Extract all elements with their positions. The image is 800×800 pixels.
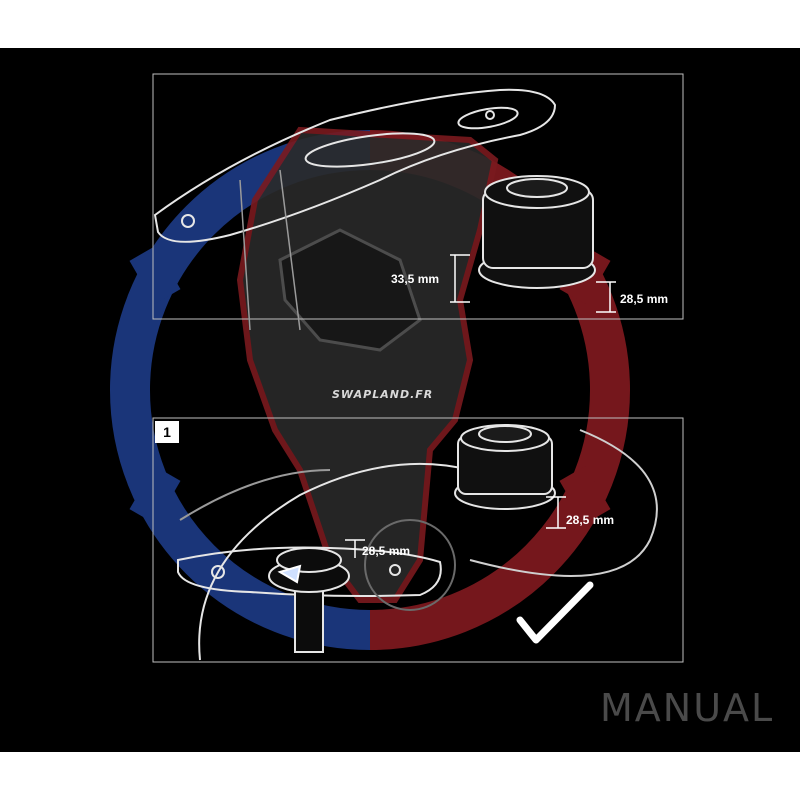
- nut-bottom: [454, 424, 556, 510]
- watermark-gear: [110, 130, 630, 650]
- dimension-arrows-bottom: [345, 496, 566, 558]
- dimension-label-top-right: 28,5 mm: [620, 292, 669, 306]
- gear-tooth-right-lower: [559, 465, 611, 525]
- gear-tooth-left-lower: [129, 465, 181, 525]
- upper-arm-drawing: [153, 88, 557, 331]
- viking-helmet-logo: [236, 126, 499, 603]
- top-band: [0, 0, 800, 48]
- step-number-badge: 1: [155, 421, 179, 443]
- gear-tooth-left: [118, 360, 148, 420]
- nut-top: [478, 175, 596, 289]
- watermark-brand-text: SWAPLAND.FR: [332, 388, 434, 401]
- panel-top-frame: [152, 73, 684, 320]
- panel-bottom-frame: [152, 417, 684, 663]
- dimension-label-installed: 28,5 mm: [362, 544, 411, 558]
- dimension-label-top-left: 33,5 mm: [391, 272, 440, 286]
- gear-tooth-right: [592, 360, 622, 420]
- checkmark-icon: [516, 581, 594, 644]
- dimension-label-nut: 28,5 mm: [566, 513, 615, 527]
- bottom-band: [0, 752, 800, 800]
- installed-arm-drawing: [177, 429, 658, 661]
- shaft-assembly: [268, 547, 350, 653]
- manual-label: MANUAL: [600, 686, 775, 730]
- dimension-arrows-top: [450, 254, 616, 313]
- gear-tooth-left-upper: [129, 245, 181, 305]
